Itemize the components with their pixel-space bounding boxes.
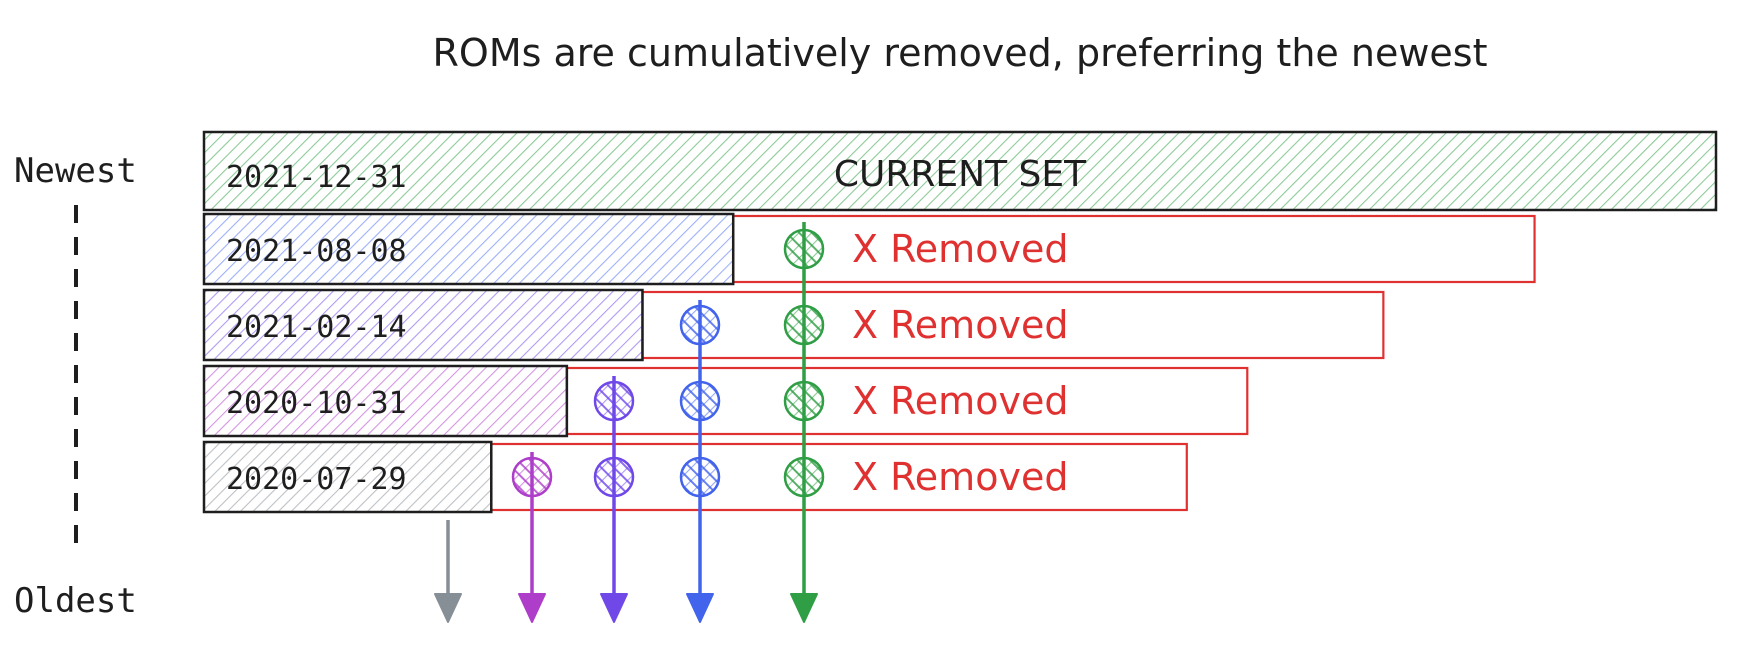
- romset-row: 2020-10-31 X Removed: [202, 364, 1249, 438]
- removal-arrow: [686, 300, 714, 623]
- current-set-label: CURRENT SET: [834, 154, 1087, 195]
- romset-bar: [202, 440, 493, 514]
- oldest-label: Oldest: [14, 581, 137, 621]
- current-set-bar: 2021-12-31 CURRENT SET: [202, 130, 1718, 212]
- romset-row: 2021-02-14 X Removed: [202, 288, 1385, 362]
- romset-bar: [202, 212, 735, 286]
- removal-arrow: [790, 222, 818, 623]
- removal-arrow: [434, 520, 462, 623]
- removed-label: X Removed: [852, 303, 1068, 347]
- romset-row: 2021-08-08 X Removed: [202, 212, 1536, 286]
- romset-date: 2020-07-29: [226, 462, 407, 497]
- removal-arrow: [600, 376, 628, 623]
- removal-arrows: [434, 222, 818, 623]
- removal-arrow: [518, 452, 546, 623]
- romset-date: 2020-10-31: [226, 386, 407, 421]
- newest-label: Newest: [14, 151, 137, 191]
- removed-label: X Removed: [852, 227, 1068, 271]
- romset-date: 2021-02-14: [226, 310, 407, 345]
- romset-bar: [202, 288, 644, 362]
- romset-row: 2020-07-29 X Removed: [202, 440, 1188, 514]
- removed-label: X Removed: [852, 379, 1068, 423]
- diagram-title: ROMs are cumulatively removed, preferrin…: [433, 31, 1488, 75]
- removed-label: X Removed: [852, 455, 1068, 499]
- romset-bar: [202, 364, 569, 438]
- current-set-date: 2021-12-31: [226, 160, 407, 195]
- romset-date: 2021-08-08: [226, 234, 407, 269]
